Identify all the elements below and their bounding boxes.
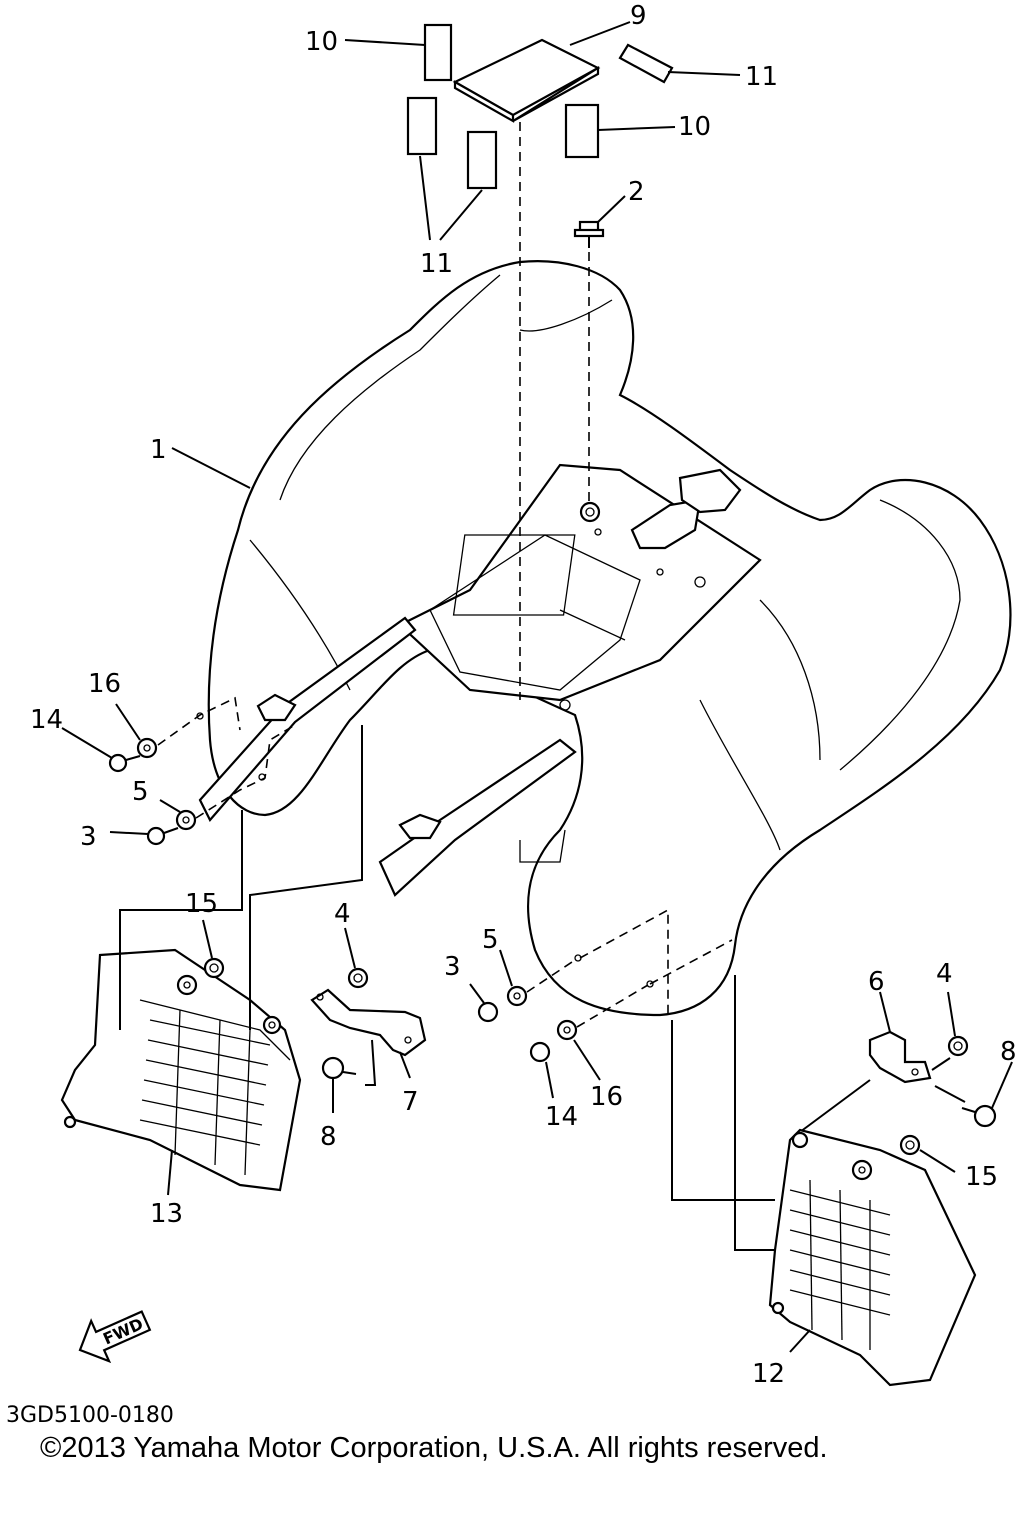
- callout-14-right: 14: [545, 1102, 578, 1132]
- pad-group: [406, 23, 674, 700]
- callout-labels: 1 2 3 3 4 4 5 5 6 7 8 8 9 10 10 11 11 12…: [30, 1, 1017, 1389]
- callout-11-right: 11: [745, 62, 778, 92]
- callout-8-right: 8: [1000, 1037, 1017, 1067]
- callout-15-left: 15: [185, 889, 218, 919]
- callout-14-left: 14: [30, 705, 63, 735]
- bracket-part-6: [799, 1030, 997, 1133]
- callout-10-right: 10: [678, 112, 711, 142]
- callout-2: 2: [628, 177, 645, 207]
- callout-9: 9: [630, 1, 647, 31]
- callout-3-right: 3: [444, 952, 461, 982]
- mudguard-13-vents: [139, 1009, 271, 1176]
- callout-5-left: 5: [132, 777, 149, 807]
- right-mudguard: [768, 1128, 977, 1387]
- callout-16-left: 16: [88, 669, 121, 699]
- right-fasteners: [477, 908, 775, 1251]
- callout-5-right: 5: [482, 925, 499, 955]
- diagram-code: 3GD5100-0180: [6, 1403, 174, 1428]
- bracket-part-7: [310, 967, 427, 1086]
- callout-3-left: 3: [80, 822, 97, 852]
- mudguard-12-vents: [789, 1179, 891, 1350]
- callout-8-left: 8: [320, 1122, 337, 1152]
- left-fasteners: [108, 696, 296, 846]
- callout-15-right: 15: [965, 1162, 998, 1192]
- callout-1: 1: [150, 435, 167, 465]
- callout-10-left: 10: [305, 27, 338, 57]
- left-mudguard: [60, 725, 363, 1192]
- leader-lines: [61, 21, 1013, 1353]
- callout-6: 6: [868, 967, 885, 997]
- callout-13: 13: [150, 1199, 183, 1229]
- copyright-notice: ©2013 Yamaha Motor Corporation, U.S.A. A…: [40, 1432, 828, 1464]
- rear-fender: [198, 260, 1012, 1017]
- bolt-part-2: [573, 220, 605, 505]
- callout-11-left: 11: [420, 249, 453, 279]
- callout-7: 7: [402, 1087, 419, 1117]
- callout-12: 12: [752, 1359, 785, 1389]
- callout-16-right: 16: [590, 1082, 623, 1112]
- callout-4-right: 4: [936, 959, 953, 989]
- fwd-arrow: FWD: [78, 1310, 152, 1364]
- callout-4-left: 4: [334, 899, 351, 929]
